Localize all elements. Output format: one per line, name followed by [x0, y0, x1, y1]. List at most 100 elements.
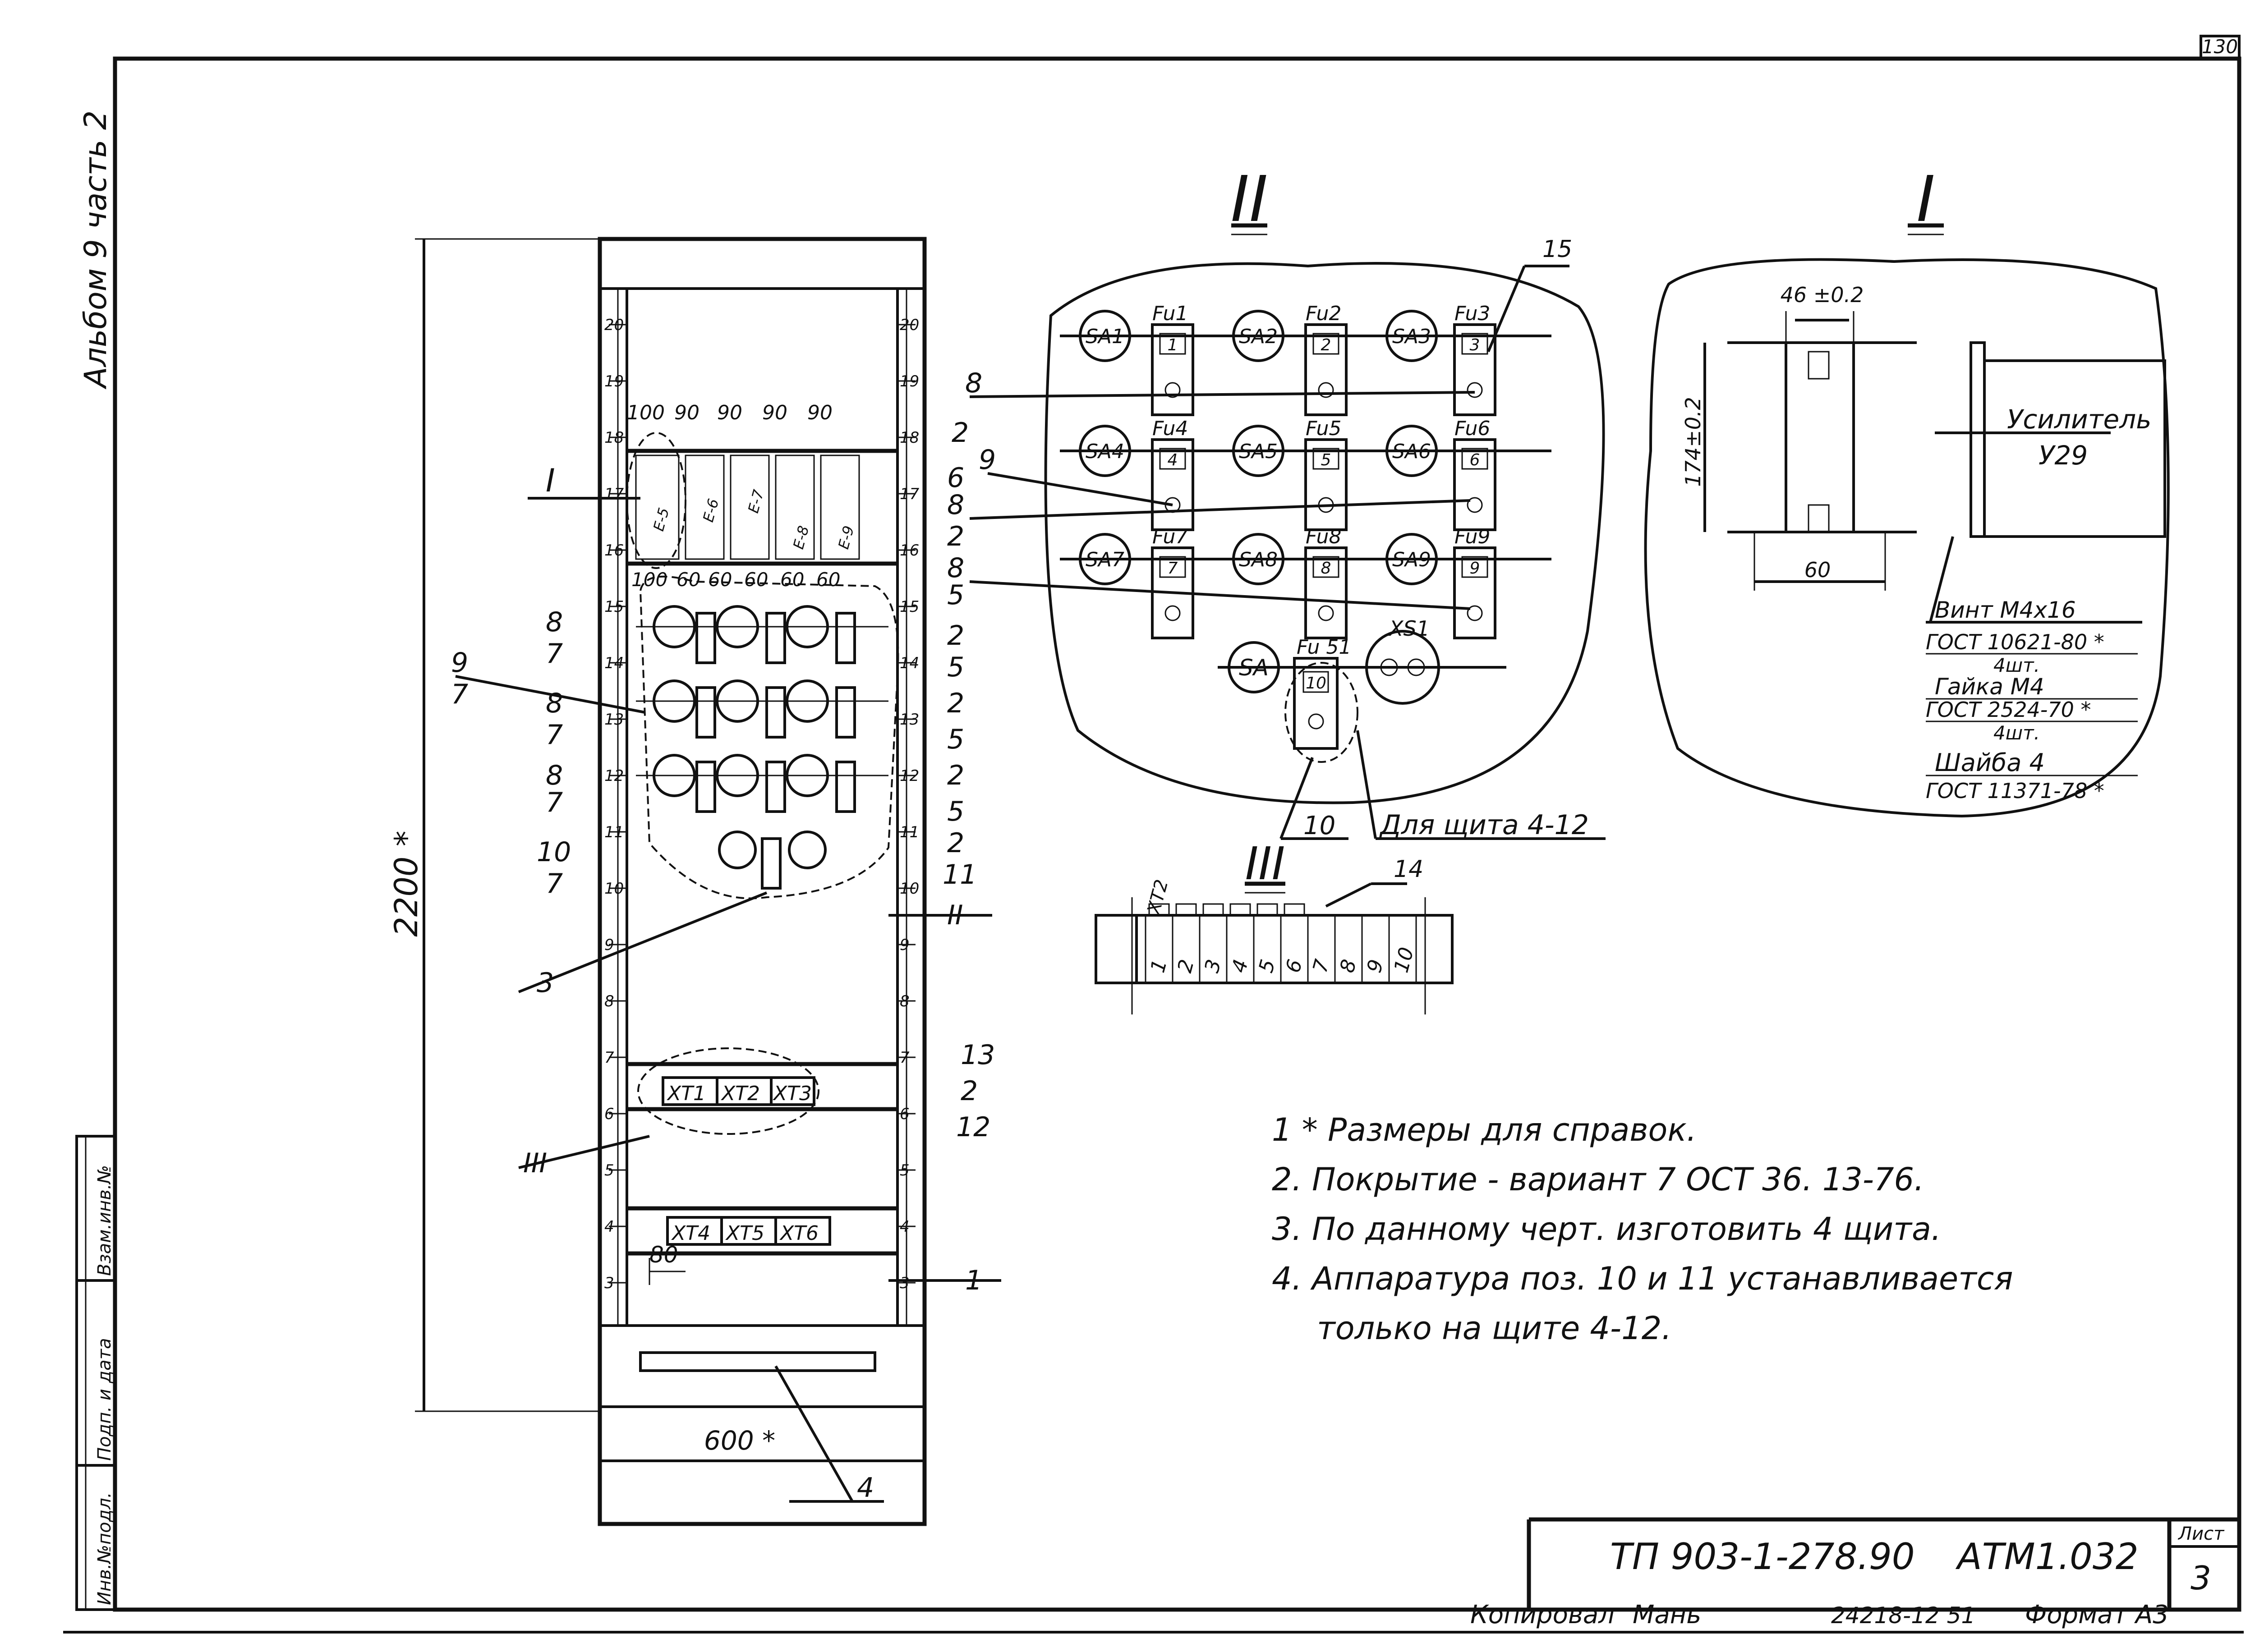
width-label: 90	[807, 401, 833, 424]
fuse-label: Fu3	[1454, 302, 1490, 325]
position-label: 9	[979, 444, 996, 476]
fuse-terminal	[1318, 605, 1334, 621]
spec-line: 4шт.	[1993, 722, 2040, 744]
fuse-terminal	[1467, 605, 1483, 621]
position-label: 8	[546, 760, 563, 791]
fuse-holder	[1304, 323, 1348, 416]
spec-line: ГОСТ 11371-78 *	[1926, 779, 2104, 803]
module-label: Е-9	[835, 524, 857, 551]
fuse-number-box	[1159, 556, 1186, 578]
scale-label: 8	[900, 992, 910, 1010]
scale-label: 15	[900, 598, 919, 616]
scale-label: 17	[900, 485, 920, 503]
scale-label: 8	[604, 992, 614, 1010]
scale-label: 4	[900, 1218, 910, 1236]
doc-code: ТП 903-1-278.90	[1610, 1536, 1915, 1578]
note-1: 1 * Размеры для справок.	[1272, 1111, 1697, 1148]
position-label: 8	[947, 489, 964, 521]
terminal-block-label: XT4	[671, 1222, 710, 1245]
scale-label: 11	[604, 823, 624, 841]
fuse-holder	[1304, 546, 1348, 639]
module-label: Е-7	[745, 487, 767, 515]
view-II-extra-fuse-num: 10	[1306, 674, 1326, 693]
sheet-number: 3	[2191, 1559, 2211, 1597]
position-label: 8	[546, 688, 563, 719]
fuse-number: 2	[1321, 336, 1331, 354]
fuse-label: Fu1	[1152, 302, 1188, 325]
position-label: 6	[947, 462, 964, 494]
module-label: Е-6	[700, 497, 722, 524]
scale-label: 7	[900, 1049, 910, 1067]
terminal-cell	[1388, 914, 1417, 984]
footer-copied: Копировал	[1470, 1600, 1615, 1629]
view-II-socket: XS1	[1388, 616, 1430, 641]
scale-label: 19	[604, 372, 624, 390]
cabinet-view	[415, 237, 1001, 1526]
fuse-terminal	[1164, 605, 1181, 621]
view-II-shield-note: Для щита 4-12	[1379, 809, 1589, 841]
position-label: 9	[451, 647, 468, 679]
fuse-number: 9	[1470, 559, 1480, 578]
scale-label: 9	[604, 936, 614, 954]
terminal-block-label: XT2	[721, 1082, 760, 1105]
scale-label: 16	[900, 541, 919, 560]
width-label: 60	[708, 569, 732, 591]
scale-label: 20	[900, 316, 919, 334]
cabinet-view-III-marker: III	[523, 1147, 547, 1179]
scale-label: 11	[900, 823, 919, 841]
terminal-number: 4	[1227, 957, 1253, 975]
position-label: 2	[947, 827, 964, 859]
cabinet-dim-80: 80	[649, 1242, 678, 1268]
terminal-cap	[1202, 903, 1224, 916]
terminal-number: 8	[1335, 957, 1361, 975]
fuse-number-box	[1159, 448, 1186, 470]
scale-label: 9	[900, 936, 910, 954]
fuse-holder	[1453, 438, 1496, 531]
fuse-number-box	[1312, 448, 1339, 470]
position-label: 7	[546, 719, 563, 751]
switch-label: SA8	[1239, 548, 1278, 571]
width-label: 90	[762, 401, 787, 424]
spec-line: Шайба 4	[1935, 748, 2045, 777]
switch-label: SA3	[1392, 325, 1431, 348]
terminal-number: 2	[1173, 957, 1199, 975]
scale-label: 5	[900, 1161, 910, 1179]
note-3: 3. По данному черт. изготовить 4 щита.	[1272, 1211, 1941, 1248]
view-II-leader-10: 10	[1303, 811, 1335, 840]
fuse-number-box	[1461, 448, 1488, 470]
fuse-number: 3	[1470, 336, 1480, 354]
view-II-leader-15: 15	[1542, 236, 1572, 263]
switch-symbol	[1079, 425, 1131, 477]
fuse-number: 1	[1168, 336, 1178, 354]
terminal-block-label: XT3	[773, 1082, 812, 1105]
view-I-title: I	[1916, 163, 1935, 236]
width-label: 60	[816, 569, 840, 591]
side-title: Альбом 9 часть 2	[78, 110, 114, 390]
position-label: 2	[947, 620, 964, 652]
position-label: 2	[961, 1075, 978, 1107]
scale-label: 15	[604, 598, 624, 616]
switch-symbol	[1385, 310, 1438, 362]
callout-II-outline	[639, 575, 899, 899]
switch-label: SA7	[1086, 548, 1124, 571]
position-label: 10	[537, 836, 571, 868]
position-label: 11	[943, 859, 977, 890]
footer-order: 24218-12 51	[1831, 1602, 1975, 1629]
fuse-label: Fu9	[1454, 525, 1490, 548]
fuse-holder	[1151, 323, 1194, 416]
view-III-title: III	[1245, 837, 1285, 890]
footer-format: Формат А3	[2025, 1600, 2169, 1629]
fuse-number: 8	[1321, 559, 1331, 578]
position-label: 7	[546, 638, 563, 670]
cabinet-view-I-marker: I	[546, 462, 555, 499]
fuse-number-box	[1461, 333, 1488, 355]
terminal-cap	[1229, 903, 1251, 916]
scale-label: 12	[900, 767, 919, 785]
scale-label: 14	[900, 654, 919, 672]
fuse-holder	[1453, 323, 1496, 416]
scale-label: 3	[900, 1274, 910, 1292]
width-label: 60	[780, 569, 804, 591]
terminal-number: 6	[1281, 957, 1307, 975]
